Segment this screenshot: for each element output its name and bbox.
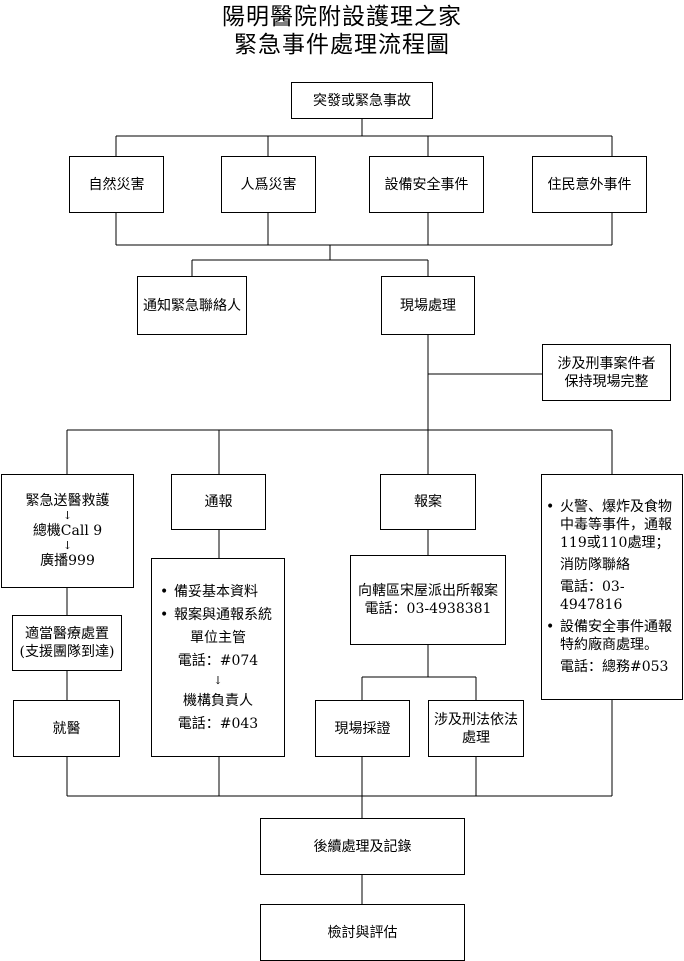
report-item-2: 報案與通報系統 <box>158 606 278 624</box>
diagram-title: 陽明醫院附設護理之家 <box>222 4 462 30</box>
diagram-subtitle: 緊急事件處理流程圖 <box>234 32 450 58</box>
down-arrow-icon: ↓ <box>62 509 73 522</box>
category-natural: 自然災害 <box>69 156 164 213</box>
criminal-note-line2: 保持現場完整 <box>564 373 649 390</box>
fire-item-1-line1: 火警、爆炸及食物 <box>560 499 672 515</box>
unit-supervisor: 單位主管 <box>190 629 246 646</box>
fire-dept: 消防隊聯絡 <box>560 557 630 573</box>
onsite-node: 現場處理 <box>381 276 475 335</box>
medical-node: 緊急送醫救護 ↓ 總機Call 9 ↓ 廣播999 <box>1 474 134 588</box>
fire-item-2-line2: 特約廠商處理。 <box>560 637 658 653</box>
proper-care-node: 適當醫療處置 (支援團隊到達) <box>12 615 122 671</box>
proper-care-line1: 適當醫療處置 <box>25 626 109 642</box>
review-node: 檢討與評估 <box>260 904 465 961</box>
legal-line1: 涉及刑法依法 <box>434 711 518 728</box>
hospital-node: 就醫 <box>13 700 120 757</box>
unit-phone: 電話：#074 <box>177 652 259 669</box>
head-phone: 電話：#043 <box>177 715 259 732</box>
report-node: 通報 <box>171 474 266 530</box>
evidence-node: 現場採證 <box>315 700 410 757</box>
fire-node: 火警、爆炸及食物 中毒等事件，通報 119或110處理； 消防隊聯絡 電話：03… <box>541 474 683 700</box>
start-node: 突發或緊急事故 <box>291 82 433 119</box>
criminal-note-node: 涉及刑事案件者 保持現場完整 <box>542 344 671 401</box>
institution-head: 機構負責人 <box>183 692 253 709</box>
report-detail-node: 備妥基本資料 報案與通報系統 單位主管 電話：#074 ↓ 機構負責人 電話：#… <box>151 558 285 757</box>
fire-item-1: 火警、爆炸及食物 中毒等事件，通報 119或110處理； <box>544 498 678 552</box>
police-report-node: 報案 <box>380 474 476 530</box>
medical-line3: 廣播999 <box>40 553 95 569</box>
legal-line2: 處理 <box>462 729 490 746</box>
followup-node: 後續處理及記錄 <box>260 818 465 875</box>
down-arrow-icon: ↓ <box>213 673 223 687</box>
proper-care-line2: (支援團隊到達) <box>19 644 115 660</box>
category-equipment: 設備安全事件 <box>369 156 484 213</box>
police-detail-node: 向轄區宋屋派出所報案 電話：03-4938381 <box>350 555 506 645</box>
down-arrow-icon: ↓ <box>62 539 73 552</box>
category-human: 人爲災害 <box>221 156 316 213</box>
legal-node: 涉及刑法依法 處理 <box>428 700 524 757</box>
report-item-1: 備妥基本資料 <box>158 583 278 601</box>
fire-item-1-line3: 119或110處理； <box>560 535 670 551</box>
category-resident: 住民意外事件 <box>532 156 647 213</box>
fire-dept-phone: 電話：03-4947816 <box>560 579 625 613</box>
medical-line1: 緊急送醫救護 <box>25 493 110 509</box>
police-detail-line2: 電話：03-4938381 <box>364 601 492 617</box>
fire-item-1-line2: 中毒等事件，通報 <box>560 517 672 533</box>
general-affairs-phone: 電話：總務#053 <box>560 659 669 675</box>
medical-line2: 總機Call 9 <box>32 523 103 539</box>
fire-item-2: 設備安全事件通報 特約廠商處理。 <box>544 618 678 654</box>
notify-contact-node: 通知緊急聯絡人 <box>137 276 247 335</box>
police-detail-line1: 向轄區宋屋派出所報案 <box>358 583 498 599</box>
fire-item-2-line1: 設備安全事件通報 <box>560 619 672 635</box>
criminal-note-line1: 涉及刑事案件者 <box>557 355 656 372</box>
